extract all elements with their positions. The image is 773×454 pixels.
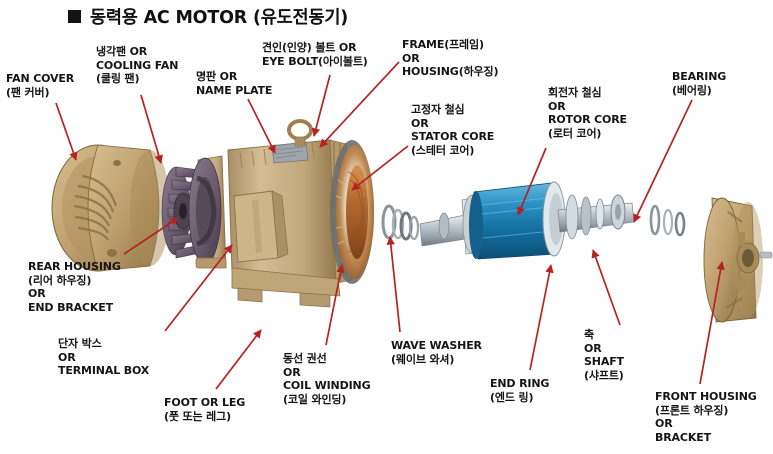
label-line: (풋 또는 레그) [164,409,231,423]
label-fan-cover: FAN COVER(팬 커버) [6,72,74,99]
label-line: FRAME(프레임) [402,38,484,51]
label-line: (팬 커버) [6,85,50,99]
label-line: OR [548,99,566,113]
page-title-text: 동력용 AC MOTOR (유도전동기) [90,8,349,28]
label-line: TERMINAL BOX [58,364,150,378]
label-line: 회전자 철심 [548,86,602,99]
label-line: STATOR CORE [411,130,495,144]
label-line: COIL WINDING [283,379,371,393]
fan-cover-part [51,144,170,272]
label-line: FAN COVER [6,72,75,85]
label-line: FRONT HOUSING [655,390,757,403]
label-line: (로터 코어) [548,126,602,140]
label-line: ROTOR CORE [548,113,627,127]
label-foot-or-leg: FOOT OR LEG(풋 또는 레그) [164,396,245,423]
label-line: OR [584,341,602,355]
rotor-assembly-part [419,181,686,260]
label-line: HOUSING(하우징) [402,65,499,79]
label-line: SHAFT [584,355,624,369]
label-line: OR [283,365,301,379]
label-line: 축 [584,328,594,341]
label-line: (프론트 하우징) [655,403,729,417]
label-line: COOLING FAN [96,58,179,72]
label-line: WAVE WASHER [391,339,482,352]
label-line: END RING [490,377,550,390]
label-line: 냉각팬 OR [96,45,148,58]
frame-housing-part [227,119,374,308]
label-line: (엔드 링) [490,390,534,404]
label-line: (샤프트) [584,368,624,382]
wave-washer-part [381,204,420,241]
label-line: NAME PLATE [196,83,273,97]
label-line: 고정자 철심 [411,103,465,116]
label-line: 명판 OR [196,70,238,83]
label-end-ring: END RING(엔드 링) [490,377,549,404]
label-line: BRACKET [655,430,711,444]
label-line: BEARING [672,70,727,83]
label-line: 단자 박스 [58,337,102,350]
rear-housing-part [188,155,227,269]
label-line: 동선 권선 [283,352,327,365]
label-line: (쿨링 팬) [96,72,140,86]
square-bullet-icon [68,10,81,23]
label-line: 견인(인양) 볼트 OR [262,41,357,54]
label-wave-washer: WAVE WASHER(웨이브 와셔) [391,339,482,366]
front-housing-part [703,197,773,323]
label-line: REAR HOUSING [28,260,121,273]
label-line: END BRACKET [28,300,114,314]
label-line: (스테터 코어) [411,143,475,157]
label-line: (베어링) [672,83,712,97]
label-line: OR [411,116,429,130]
label-line: (코일 와인딩) [283,392,347,406]
label-line: (리어 하우징) [28,273,92,287]
label-line: OR [28,287,46,301]
label-line: OR [402,51,420,65]
label-line: OR [655,417,673,431]
label-line: EYE BOLT(아이볼트) [262,54,368,68]
label-line: FOOT OR LEG [164,396,246,409]
label-bearing: BEARING(베어링) [672,70,726,97]
label-line: OR [58,350,76,364]
label-line: (웨이브 와셔) [391,352,455,366]
page-title: 동력용 AC MOTOR (유도전동기) [68,4,348,29]
